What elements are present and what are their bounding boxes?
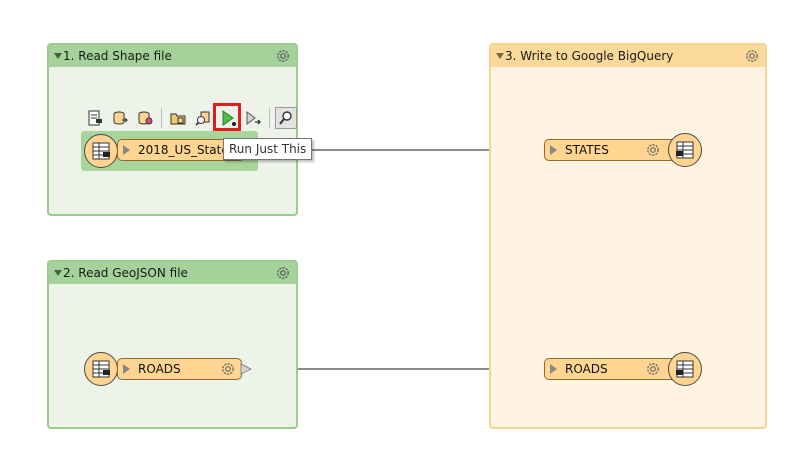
expand-triangle-icon[interactable] xyxy=(123,145,130,155)
search-button[interactable] xyxy=(192,107,214,129)
writer-port-label: ROADS xyxy=(565,362,608,376)
bookmark-title: 2. Read GeoJSON file xyxy=(63,266,188,280)
zoom-icon xyxy=(279,111,292,125)
gear-icon[interactable] xyxy=(275,265,291,281)
collapse-icon[interactable] xyxy=(54,53,62,59)
writer-port-label: STATES xyxy=(565,143,609,157)
reader-port-label: 2018_US_State xyxy=(138,143,229,157)
search-icon xyxy=(195,111,210,126)
bookmark-header[interactable]: 3. Write to Google BigQuery xyxy=(491,45,765,67)
reader-port-geojson[interactable]: ROADS xyxy=(117,358,242,380)
tooltip: Run Just This xyxy=(223,138,313,160)
gear-icon[interactable] xyxy=(275,48,291,64)
run-just-this-button[interactable] xyxy=(213,103,241,131)
feature-toolbar xyxy=(84,103,297,131)
open-containing-folder-icon xyxy=(170,113,186,125)
inspect-icon xyxy=(138,111,153,125)
bookmark-title: 3. Write to Google BigQuery xyxy=(505,49,674,63)
run-to-this-icon xyxy=(246,111,261,125)
collapse-icon[interactable] xyxy=(496,53,504,59)
run-to-this-button[interactable] xyxy=(242,107,264,129)
reader-port-label: ROADS xyxy=(138,362,181,376)
reader-feature-type-icon[interactable] xyxy=(84,352,118,386)
bookmark-title: 1. Read Shape file xyxy=(63,49,172,63)
writer-feature-type-icon[interactable] xyxy=(668,352,702,386)
gear-icon[interactable] xyxy=(220,361,236,377)
toolbar-separator xyxy=(161,108,162,128)
expand-triangle-icon[interactable] xyxy=(123,364,130,374)
run-just-this-icon xyxy=(222,110,236,126)
writer-port-states[interactable]: STATES xyxy=(544,139,678,161)
reader-feature-type-icon[interactable] xyxy=(84,134,118,168)
writer-port-roads[interactable]: ROADS xyxy=(544,358,678,380)
gear-icon[interactable] xyxy=(744,48,760,64)
gear-icon[interactable] xyxy=(645,142,661,158)
expand-triangle-icon[interactable] xyxy=(550,364,557,374)
reader-port-shape[interactable]: 2018_US_State xyxy=(117,139,245,161)
open-containing-folder-button[interactable] xyxy=(167,107,189,129)
writer-feature-type-icon[interactable] xyxy=(668,133,702,167)
output-port-arrow-icon[interactable] xyxy=(240,363,252,375)
open-dataset-icon xyxy=(113,111,129,125)
parameters-button[interactable] xyxy=(84,107,106,129)
parameters-icon xyxy=(88,110,102,126)
bookmark-header[interactable]: 1. Read Shape file xyxy=(49,45,296,67)
run-just-this-highlight xyxy=(213,103,241,131)
bookmark-read-geojson[interactable]: 2. Read GeoJSON file xyxy=(47,260,298,429)
toolbar-separator xyxy=(269,108,270,128)
inspect-button[interactable] xyxy=(134,107,156,129)
bookmark-read-shape[interactable]: 1. Read Shape file xyxy=(47,43,298,216)
gear-icon[interactable] xyxy=(645,361,661,377)
table-icon xyxy=(676,141,694,159)
bookmark-header[interactable]: 2. Read GeoJSON file xyxy=(49,262,296,284)
table-icon xyxy=(676,360,694,378)
table-icon xyxy=(92,360,110,378)
zoom-button[interactable] xyxy=(275,107,297,129)
table-icon xyxy=(92,142,110,160)
open-dataset-button[interactable] xyxy=(109,107,131,129)
expand-triangle-icon[interactable] xyxy=(550,145,557,155)
collapse-icon[interactable] xyxy=(54,270,62,276)
